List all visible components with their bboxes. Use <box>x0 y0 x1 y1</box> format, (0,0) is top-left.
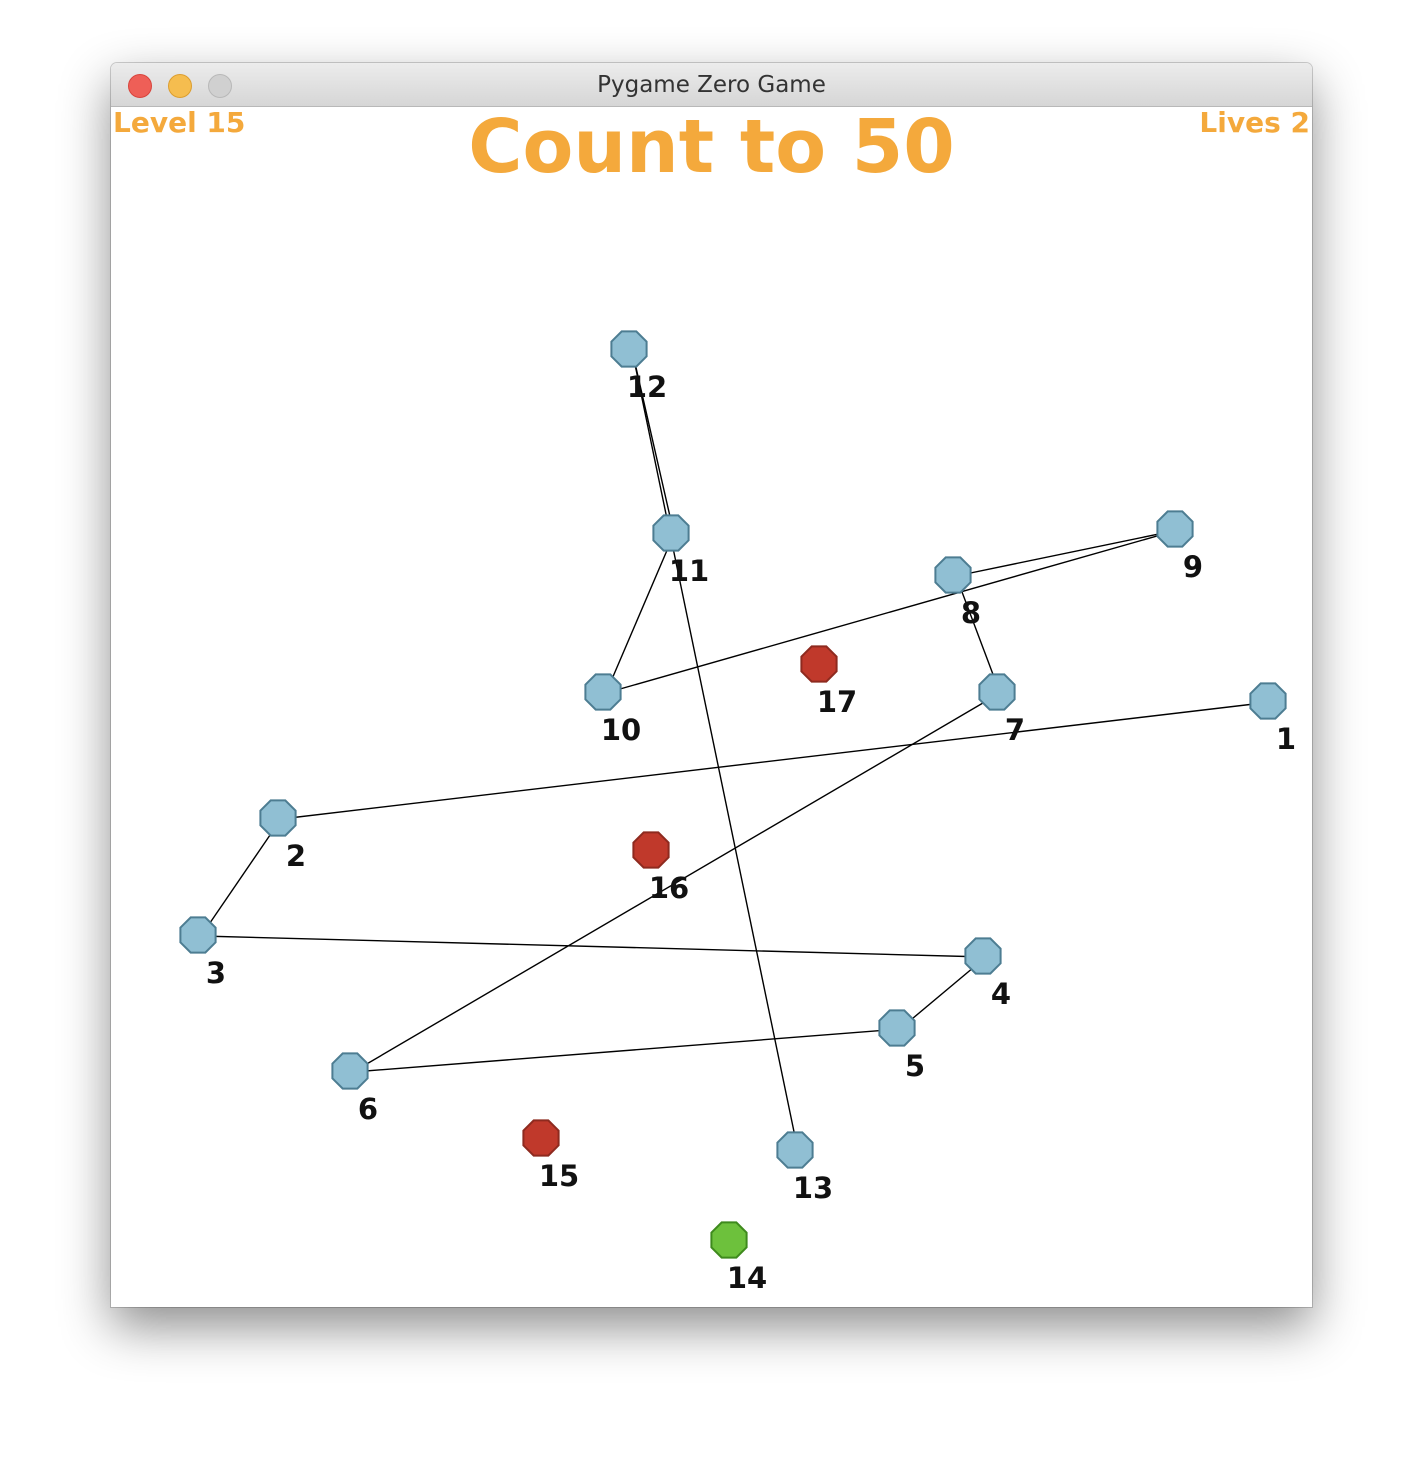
dot-14[interactable]: 14 <box>710 1221 767 1295</box>
goal-headline: Count to 50 <box>468 104 955 190</box>
dot-7-label: 7 <box>1005 713 1025 747</box>
dot-3-label: 3 <box>206 956 226 990</box>
dot-3[interactable]: 3 <box>179 916 226 990</box>
dot-3-marker[interactable] <box>179 916 217 954</box>
connector-line <box>200 818 282 937</box>
dot-1-marker[interactable] <box>1249 682 1287 720</box>
connector-line <box>631 349 799 1152</box>
dot-2[interactable]: 2 <box>259 799 306 873</box>
dot-5-marker[interactable] <box>878 1009 916 1047</box>
dot-1-label: 1 <box>1276 722 1296 756</box>
dot-10-marker[interactable] <box>584 673 622 711</box>
lives-indicator: Lives 2 <box>1199 106 1310 139</box>
dot-1[interactable]: 1 <box>1249 682 1296 756</box>
dot-11[interactable]: 11 <box>652 514 709 588</box>
dot-17[interactable]: 17 <box>800 645 857 719</box>
dot-2-marker[interactable] <box>259 799 297 837</box>
connecting-lines <box>200 349 1272 1152</box>
dot-13[interactable]: 13 <box>776 1131 833 1205</box>
dot-8-marker[interactable] <box>934 556 972 594</box>
dot-11-marker[interactable] <box>652 514 690 552</box>
title-bar[interactable]: Pygame Zero Game <box>111 63 1312 107</box>
zoom-button[interactable] <box>208 74 232 98</box>
dot-6-marker[interactable] <box>331 1052 369 1090</box>
dot-5[interactable]: 5 <box>878 1009 925 1083</box>
dot-7-marker[interactable] <box>978 673 1016 711</box>
dot-9-label: 9 <box>1183 550 1203 584</box>
dot-4[interactable]: 4 <box>964 937 1011 1011</box>
connector-line <box>605 533 675 694</box>
dot-2-label: 2 <box>286 839 306 873</box>
dot-16-label: 16 <box>649 871 689 905</box>
dot-8-label: 8 <box>961 596 981 630</box>
dot-9[interactable]: 9 <box>1156 510 1203 584</box>
level-indicator: Level 15 <box>113 106 246 139</box>
dot-5-label: 5 <box>905 1049 925 1083</box>
connector-line <box>280 701 1272 820</box>
dot-6-label: 6 <box>358 1092 378 1126</box>
dot-15-marker[interactable] <box>522 1119 560 1157</box>
dot-12-label: 12 <box>627 370 667 404</box>
dot-4-marker[interactable] <box>964 937 1002 975</box>
dot-13-label: 13 <box>793 1171 833 1205</box>
dot-10-label: 10 <box>601 713 641 747</box>
dot-12[interactable]: 12 <box>610 330 667 404</box>
minimize-button[interactable] <box>168 74 192 98</box>
connector-line <box>352 1028 901 1073</box>
window-title: Pygame Zero Game <box>597 72 826 98</box>
dot-6[interactable]: 6 <box>331 1052 378 1126</box>
dot-9-marker[interactable] <box>1156 510 1194 548</box>
dot-16-marker[interactable] <box>632 831 670 869</box>
close-button[interactable] <box>128 74 152 98</box>
dot-17-label: 17 <box>817 685 857 719</box>
connector-line <box>955 529 1179 577</box>
connector-line <box>352 692 1001 1073</box>
dot-10[interactable]: 10 <box>584 673 641 747</box>
dot-15-label: 15 <box>539 1159 579 1193</box>
connector-line <box>200 935 987 958</box>
connector-line <box>605 529 1179 694</box>
dot-8[interactable]: 8 <box>934 556 981 630</box>
dot-12-marker[interactable] <box>610 330 648 368</box>
dot-16[interactable]: 16 <box>632 831 689 905</box>
dot-14-label: 14 <box>727 1261 767 1295</box>
dot-4-label: 4 <box>991 977 1011 1011</box>
dot-15[interactable]: 15 <box>522 1119 579 1193</box>
dot-13-marker[interactable] <box>776 1131 814 1169</box>
dot-7[interactable]: 7 <box>978 673 1025 747</box>
dot-14-marker[interactable] <box>710 1221 748 1259</box>
dot-11-label: 11 <box>669 554 709 588</box>
dot-17-marker[interactable] <box>800 645 838 683</box>
